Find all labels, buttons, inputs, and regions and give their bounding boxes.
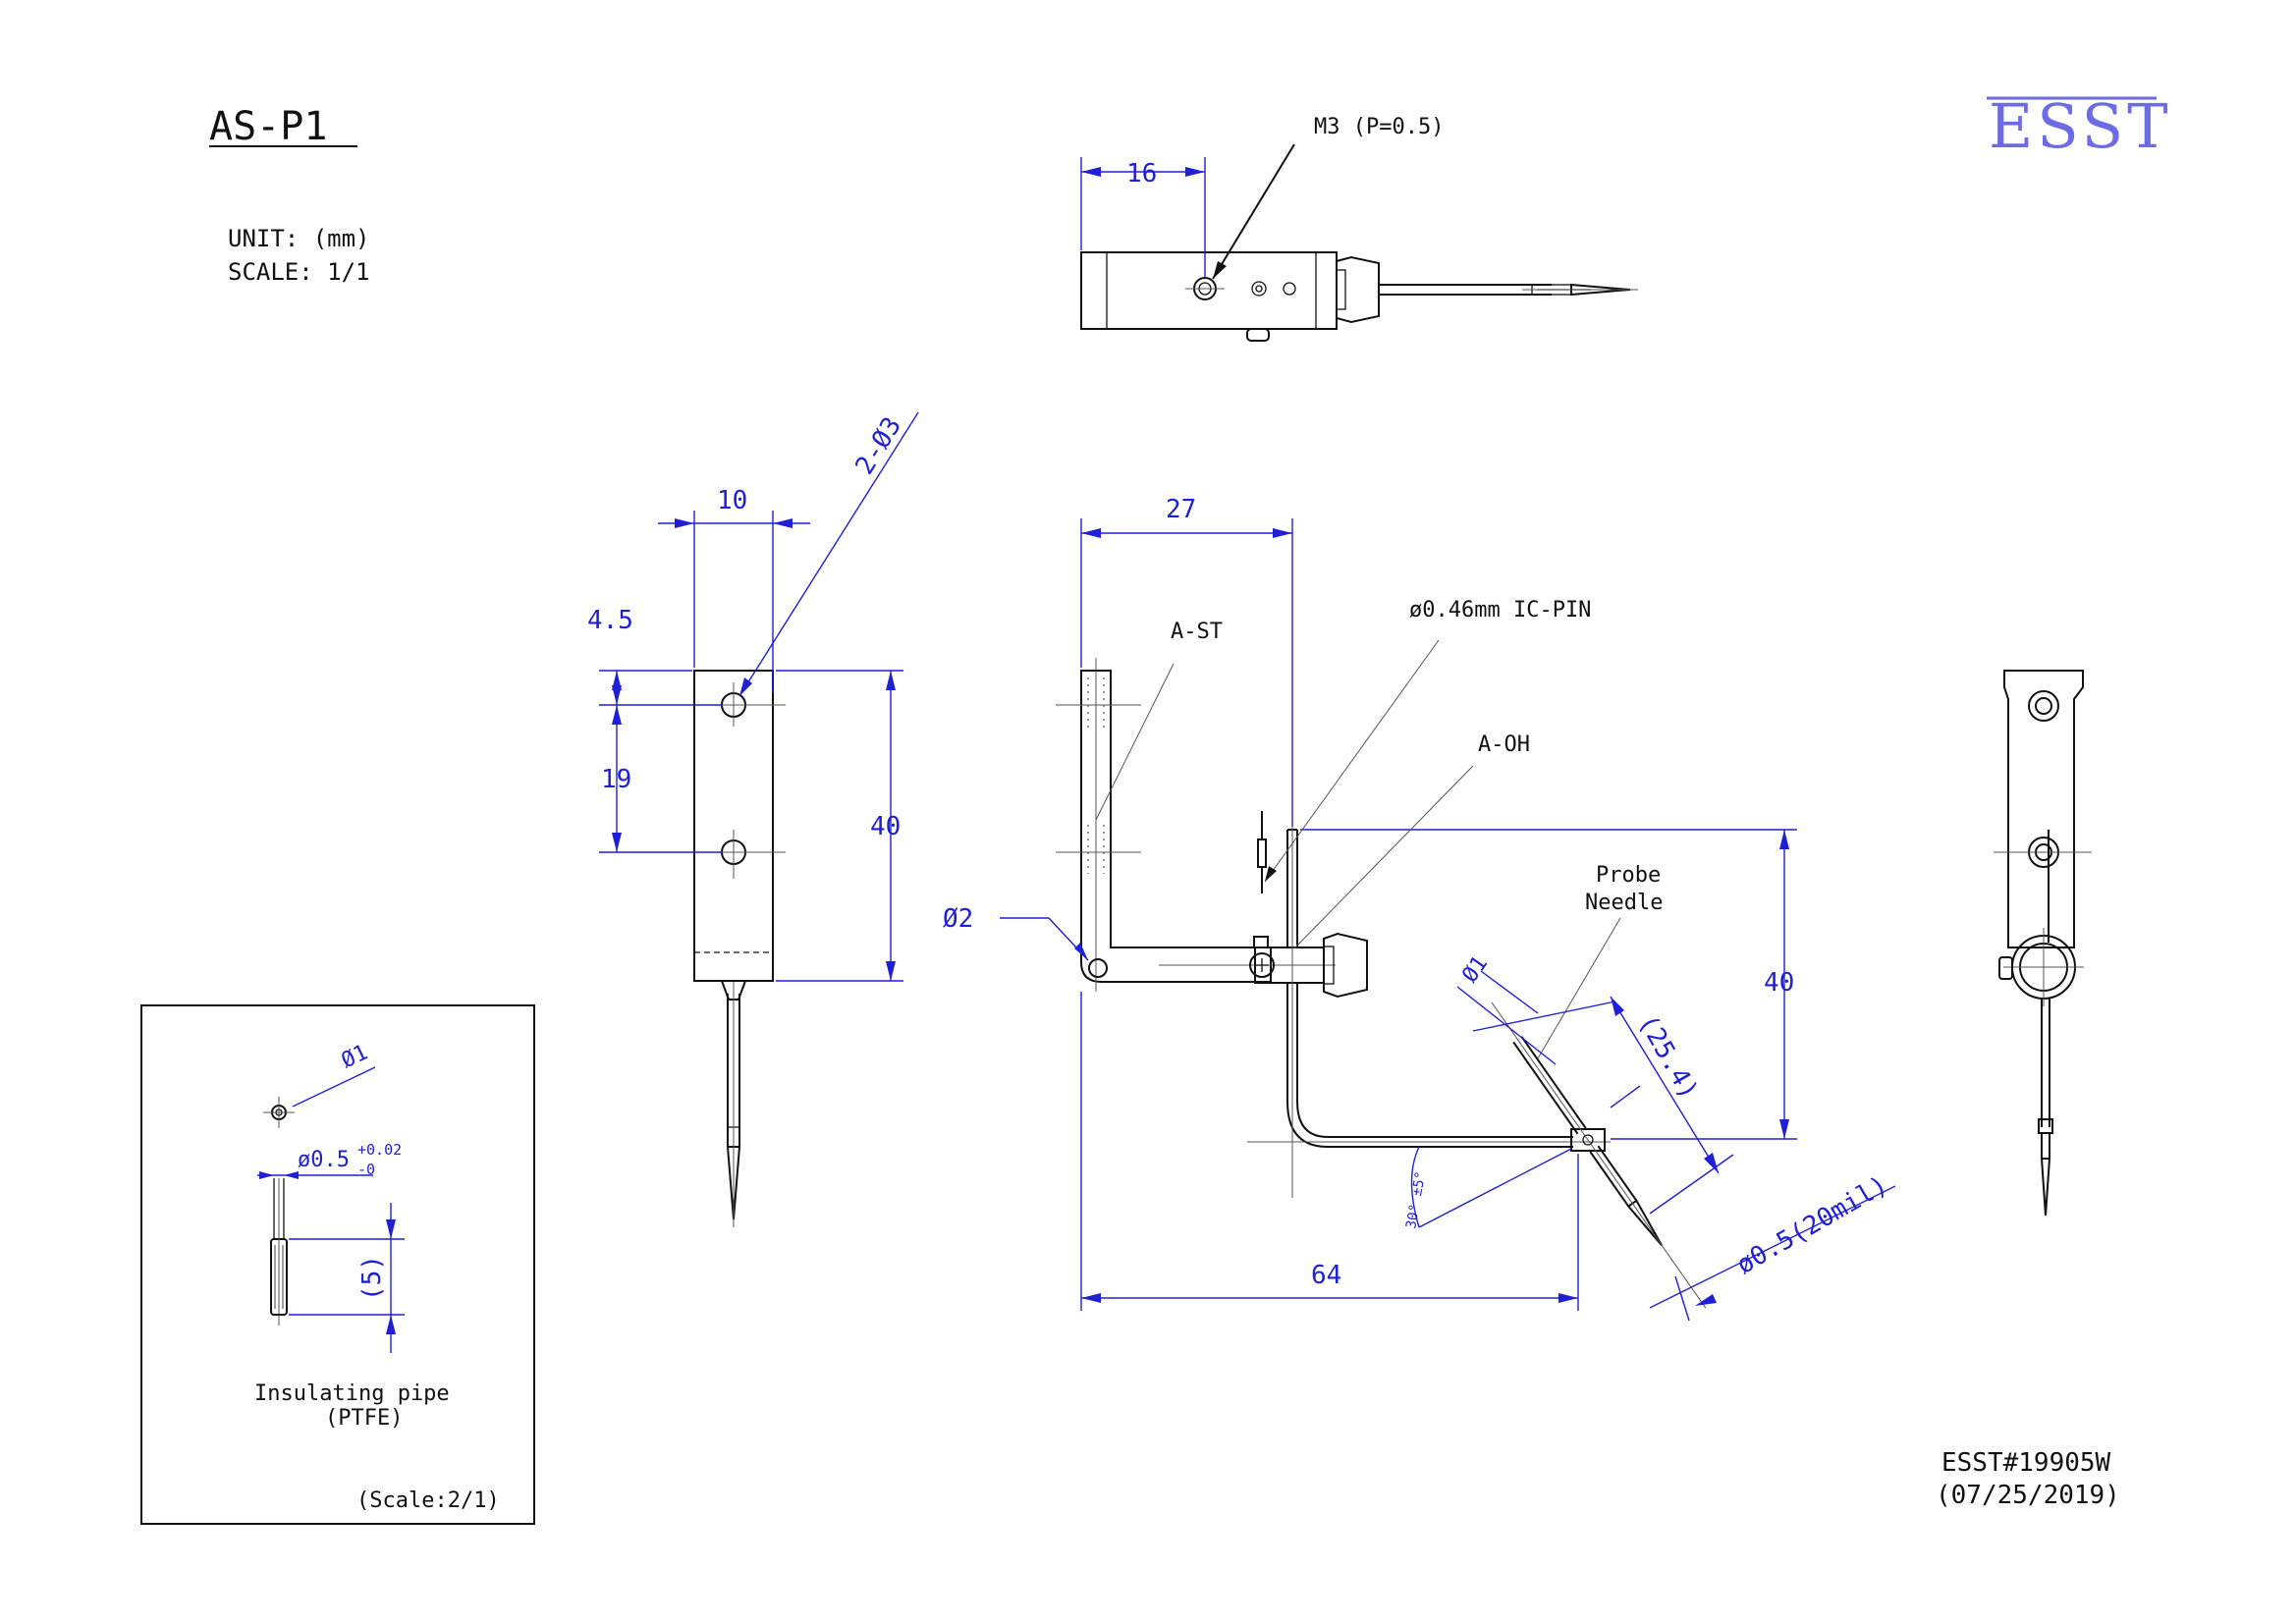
logo-text: ESST (1989, 90, 2171, 162)
front-view: 27 64 40 Ø2 A-ST ø0.46mm IC-PIN A-OH Pro… (943, 495, 1896, 1322)
front-dim-d2: Ø2 (943, 904, 973, 934)
side-view: 10 4.5 19 40 2-Ø3 (587, 411, 919, 1227)
inset-tol-upper: +0.02 (357, 1141, 402, 1159)
inset-dim-5: (5) (357, 1255, 387, 1301)
front-dim-angle: 30° ±5° (1403, 1170, 1429, 1230)
doc-number: ESST#19905W (1941, 1448, 2111, 1478)
inset-tol-lower: -0 (357, 1161, 375, 1178)
side-dim-19: 19 (601, 765, 631, 794)
inset-scale-note: (Scale:2/1) (356, 1488, 500, 1513)
a-st-stand (1080, 670, 1272, 983)
front-view-knob (1323, 932, 1368, 999)
inset-panel: Ø1 ø0.5 +0.02 -0 (5) Insulating pipe (PT… (140, 1004, 535, 1525)
top-view-body (1080, 251, 1338, 330)
front-dim-40: 40 (1764, 968, 1794, 998)
front-dim-d1: Ø1 (1457, 951, 1493, 987)
unit-label: UNIT: (mm) (228, 225, 370, 252)
label-ic-pin: ø0.46mm IC-PIN (1409, 598, 1591, 622)
right-view-plate (2003, 670, 2084, 948)
right-view (1994, 670, 2092, 1217)
top-view-knob (1336, 255, 1380, 324)
label-a-st: A-ST (1171, 620, 1223, 644)
label-a-oh: A-OH (1478, 732, 1530, 757)
doc-date: (07/25/2019) (1936, 1481, 2120, 1510)
side-dim-40: 40 (870, 812, 901, 841)
scale-label: SCALE: 1/1 (228, 258, 370, 286)
inset-dim-d0.5: ø0.5 (298, 1148, 350, 1172)
inset-frame (140, 1004, 535, 1525)
hole-d2 (1088, 958, 1108, 978)
front-dim-64: 64 (1311, 1261, 1341, 1290)
esst-logo: ESST (1987, 90, 2171, 162)
side-dim-10: 10 (717, 486, 747, 515)
inset-label-line1: Insulating pipe (254, 1381, 450, 1406)
label-probe: Probe (1596, 863, 1661, 888)
hole-callout: 2-Ø3 (849, 412, 907, 480)
front-dim-27: 27 (1166, 495, 1196, 524)
front-dim-d0.5: ø0.5(20mil) (1732, 1170, 1893, 1280)
side-dim-4.5: 4.5 (587, 606, 633, 635)
drawing-title: AS-P1 (209, 104, 327, 149)
inset-label-line2: (PTFE) (325, 1406, 403, 1431)
m3-callout: M3 (P=0.5) (1314, 115, 1444, 139)
label-needle: Needle (1585, 891, 1663, 915)
top-view: 16 M3 (P=0.5) (1080, 115, 1638, 342)
inset-dim-d1: Ø1 (338, 1041, 372, 1074)
a-oh-arm (1286, 983, 1573, 1148)
top-dim-16: 16 (1126, 159, 1157, 189)
